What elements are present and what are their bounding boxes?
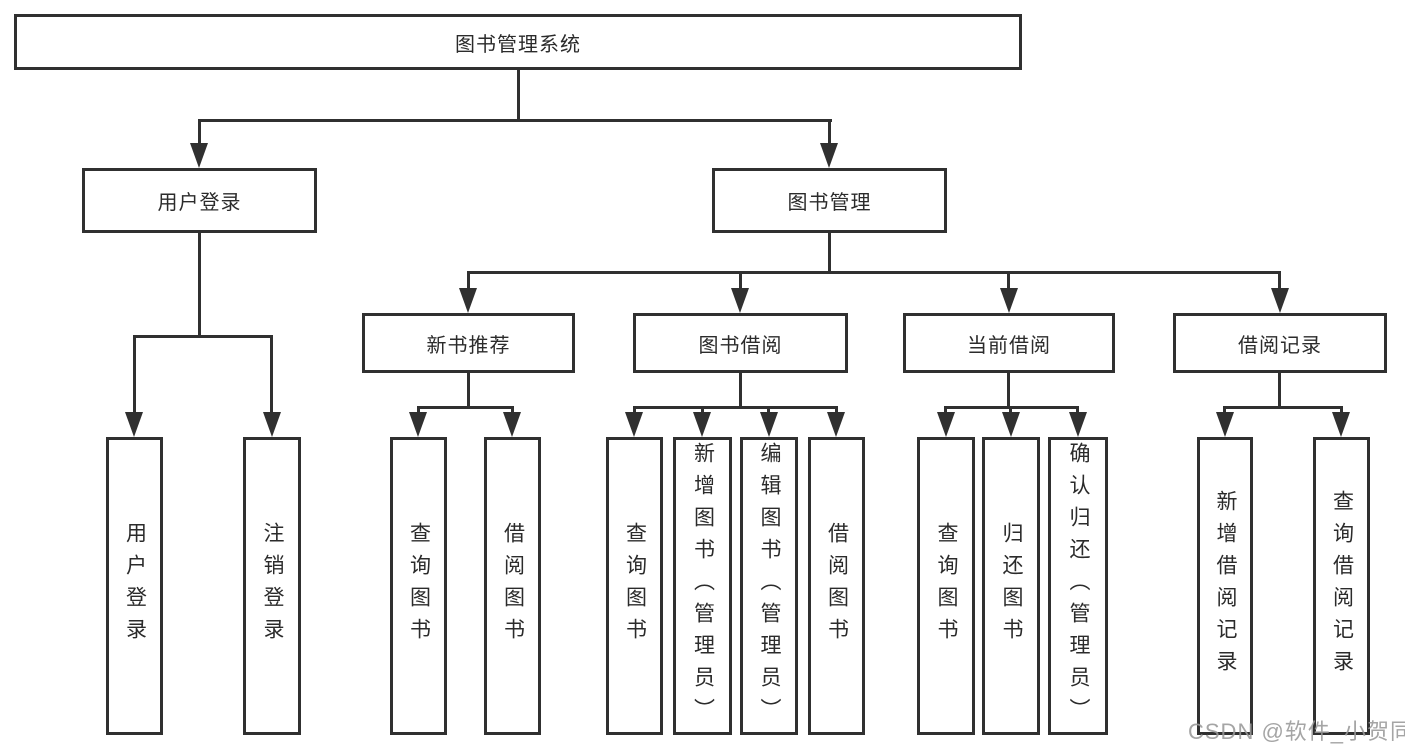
arrowhead-down bbox=[937, 412, 955, 437]
node-new-book-recommend: 新书推荐 bbox=[362, 313, 575, 373]
connector-hline bbox=[198, 119, 832, 122]
node-leaf-query-books-recommend: 查询图书 bbox=[390, 437, 447, 735]
arrowhead-down bbox=[625, 412, 643, 437]
connector-vline bbox=[198, 233, 201, 335]
connector-vline bbox=[1223, 406, 1226, 414]
node-leaf-logout: 注销登录 bbox=[243, 437, 301, 735]
connector-vline bbox=[1076, 406, 1079, 414]
arrowhead-down bbox=[1002, 412, 1020, 437]
node-current-borrowing: 当前借阅 bbox=[903, 313, 1115, 373]
connector-vline bbox=[701, 406, 704, 414]
arrowhead-down bbox=[731, 288, 749, 313]
connector-vline bbox=[517, 70, 520, 119]
node-leaf-query-books-borrowing: 查询图书 bbox=[606, 437, 663, 735]
node-leaf-user-login: 用户登录 bbox=[106, 437, 163, 735]
connector-hline bbox=[946, 406, 1078, 409]
connector-vline bbox=[1009, 406, 1012, 414]
connector-hline bbox=[468, 271, 1281, 274]
connector-vline bbox=[633, 406, 636, 414]
arrowhead-down bbox=[820, 143, 838, 168]
arrowhead-down bbox=[409, 412, 427, 437]
node-leaf-return-books: 归还图书 bbox=[982, 437, 1040, 735]
node-book-borrowing: 图书借阅 bbox=[633, 313, 848, 373]
arrowhead-down bbox=[503, 412, 521, 437]
arrowhead-down bbox=[827, 412, 845, 437]
connector-hline bbox=[418, 406, 513, 409]
connector-vline bbox=[828, 233, 831, 271]
connector-hline bbox=[634, 406, 837, 409]
connector-hline bbox=[1225, 406, 1342, 409]
node-leaf-borrow-books: 借阅图书 bbox=[808, 437, 865, 735]
node-leaf-add-books-admin: 新增图书（管理员） bbox=[673, 437, 732, 735]
arrowhead-down bbox=[190, 143, 208, 168]
connector-vline bbox=[198, 119, 201, 145]
node-leaf-borrow-books-recommend: 借阅图书 bbox=[484, 437, 541, 735]
arrowhead-down bbox=[693, 412, 711, 437]
node-leaf-edit-books-admin: 编辑图书（管理员） bbox=[740, 437, 798, 735]
connector-vline bbox=[828, 119, 831, 145]
connector-vline bbox=[835, 406, 838, 414]
node-leaf-add-borrow-record: 新增借阅记录 bbox=[1197, 437, 1253, 735]
connector-vline bbox=[133, 335, 136, 415]
connector-vline bbox=[467, 271, 470, 291]
arrowhead-down bbox=[760, 412, 778, 437]
node-borrowing-records: 借阅记录 bbox=[1173, 313, 1387, 373]
arrowhead-down bbox=[1069, 412, 1087, 437]
connector-vline bbox=[511, 406, 514, 414]
watermark-text: CSDN @软件_小贺同学 bbox=[1188, 719, 1405, 744]
node-library-management-system: 图书管理系统 bbox=[14, 14, 1022, 70]
node-leaf-confirm-return-admin: 确认归还（管理员） bbox=[1048, 437, 1108, 735]
arrowhead-down bbox=[1271, 288, 1289, 313]
connector-vline bbox=[1278, 373, 1281, 406]
arrowhead-down bbox=[1332, 412, 1350, 437]
connector-vline bbox=[1007, 373, 1010, 406]
arrowhead-down bbox=[1000, 288, 1018, 313]
connector-vline bbox=[739, 271, 742, 291]
arrowhead-down bbox=[263, 412, 281, 437]
node-leaf-query-borrow-record: 查询借阅记录 bbox=[1313, 437, 1370, 735]
connector-vline bbox=[270, 335, 273, 415]
connector-vline bbox=[417, 406, 420, 414]
connector-vline bbox=[739, 373, 742, 406]
arrowhead-down bbox=[125, 412, 143, 437]
node-book-management: 图书管理 bbox=[712, 168, 947, 233]
connector-vline bbox=[1340, 406, 1343, 414]
arrowhead-down bbox=[459, 288, 477, 313]
connector-vline bbox=[1278, 271, 1281, 291]
node-leaf-query-books-current: 查询图书 bbox=[917, 437, 975, 735]
connector-vline bbox=[467, 373, 470, 406]
connector-vline bbox=[767, 406, 770, 414]
node-user-login: 用户登录 bbox=[82, 168, 317, 233]
connector-hline bbox=[134, 335, 273, 338]
connector-vline bbox=[1007, 271, 1010, 291]
connector-vline bbox=[944, 406, 947, 414]
arrowhead-down bbox=[1216, 412, 1234, 437]
